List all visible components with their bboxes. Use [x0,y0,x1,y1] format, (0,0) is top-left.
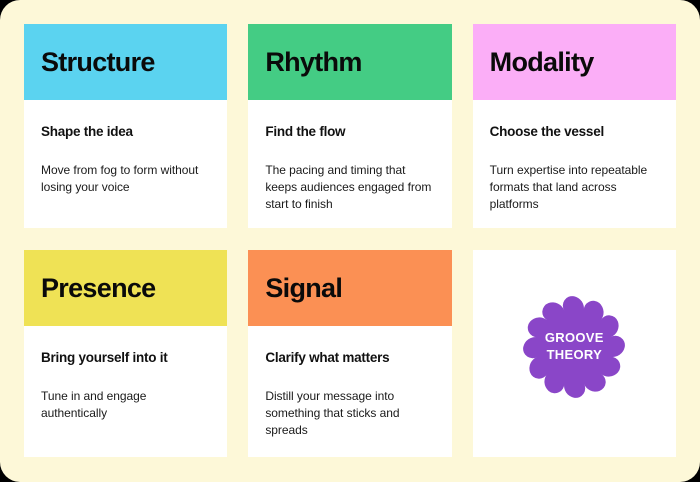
badge-label-line2: THEORY [546,346,603,362]
card-title: Modality [489,46,595,77]
card-subtitle: Choose the vessel [489,124,605,139]
card-subtitle: Bring yourself into it [41,350,168,365]
card-presence[interactable]: Presence Bring yourself into it Tune in … [24,250,228,457]
card-text: Tune in and engage authentically [41,389,147,421]
card-body: Bring yourself into it Tune in and engag… [24,326,227,457]
badge-label: GROOVE THEORY [545,330,604,363]
card-signal[interactable]: Signal Clarify what matters Distill your… [248,250,452,457]
card-subtitle: Shape the idea [41,124,133,139]
card-subtitle: Clarify what matters [265,350,390,365]
card-structure[interactable]: Structure Shape the idea Move from fog t… [24,24,228,228]
card-logo: GROOVE THEORY [472,250,676,457]
card-grid: Structure Shape the idea Move from fog t… [24,24,676,457]
card-subtitle: Find the flow [265,124,346,139]
card-header-rhythm: Rhythm [248,24,452,100]
card-body: Find the flow The pacing and timing that… [248,100,451,228]
card-body: Choose the vessel Turn expertise into re… [473,100,676,228]
card-modality[interactable]: Modality Choose the vessel Turn expertis… [472,24,676,228]
groove-theory-badge: GROOVE THEORY [515,288,633,406]
card-header-presence: Presence [24,250,228,326]
card-text: Distill your message into something that… [265,389,400,438]
card-text: Turn expertise into repeatable formats t… [489,163,648,212]
card-title: Rhythm [265,46,362,77]
card-text: Move from fog to form without losing you… [41,163,199,195]
card-title: Structure [41,46,155,77]
starburst-badge-icon [523,295,626,398]
card-header-signal: Signal [248,250,452,326]
card-header-structure: Structure [24,24,228,100]
card-header-modality: Modality [472,24,676,100]
card-text: The pacing and timing that keeps audienc… [265,163,432,212]
card-title: Signal [265,272,343,303]
card-rhythm[interactable]: Rhythm Find the flow The pacing and timi… [248,24,452,228]
card-body: Clarify what matters Distill your messag… [248,326,451,457]
badge-label-line1: GROOVE [544,329,604,345]
card-body: Shape the idea Move from fog to form wit… [24,100,227,228]
card-title: Presence [41,272,156,303]
